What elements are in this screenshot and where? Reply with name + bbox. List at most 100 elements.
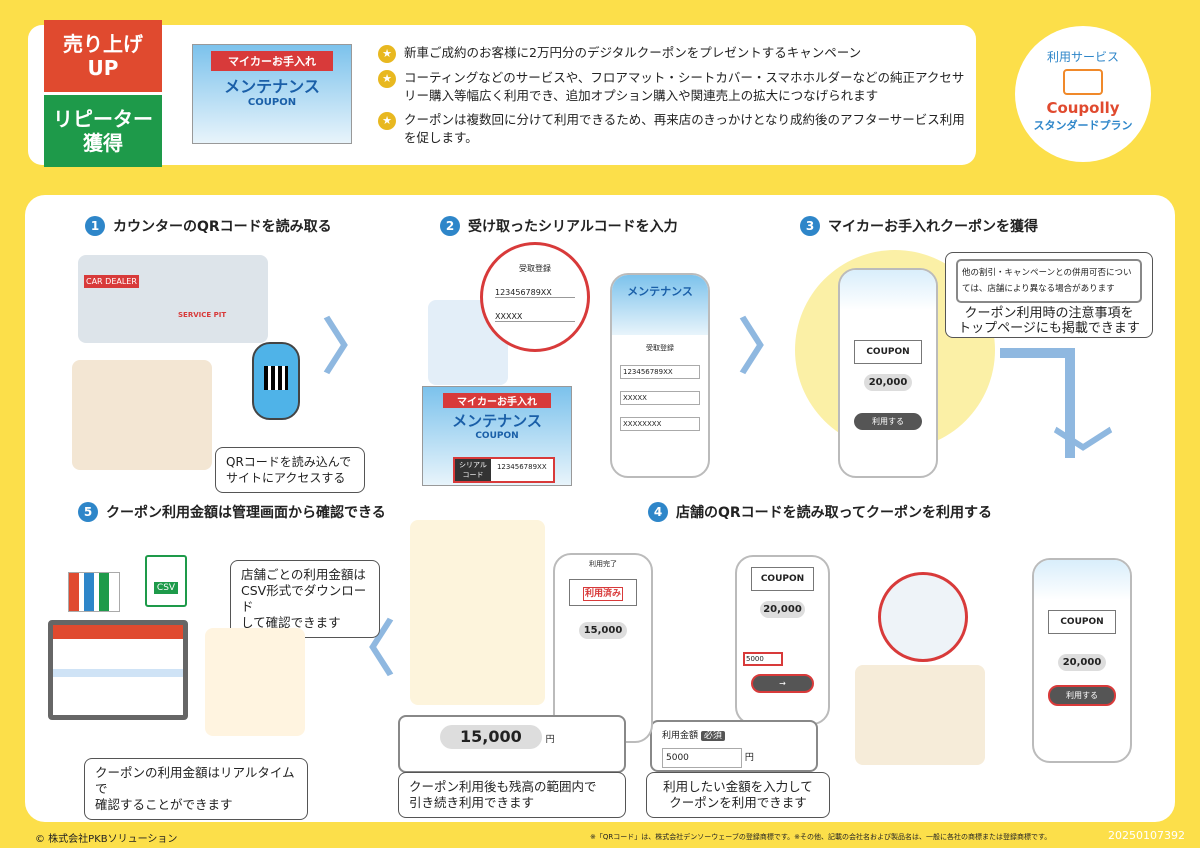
service-pit-sign: SERVICE PIT [178, 311, 227, 319]
pin-input[interactable]: XXXXX [620, 391, 700, 405]
step-3-callout: 他の割引・キャンペーンとの併用可否については、店舗により異なる場合があります ク… [945, 252, 1153, 338]
celebration-illustration [410, 520, 545, 705]
store-staff-illustration [855, 665, 985, 765]
banner-top: マイカーお手入れ [211, 51, 333, 71]
step-1-callout: QRコードを読み込んで サイトにアクセスする [215, 447, 365, 493]
step-2-title: 2 受け取ったシリアルコードを入力 [440, 216, 678, 236]
qr-scan-zoom [878, 572, 968, 662]
coupon-card: COUPON [854, 340, 922, 364]
coupon-used-card: 利用済み [569, 579, 637, 606]
serial-card: マイカーお手入れ メンテナンス COUPON シリアル コード 12345678… [422, 386, 572, 486]
amount-input-zoom: 利用金額 必須 5000 円 [650, 720, 818, 772]
use-button[interactable]: → [750, 674, 815, 693]
step-number: 1 [85, 216, 105, 236]
step-5-title: 5 クーポン利用金額は管理画面から確認できる [78, 502, 386, 522]
pin-input[interactable]: XXXXX [495, 312, 575, 322]
arrow-right-icon: 〉 [322, 313, 382, 383]
used-stamp: 利用済み [582, 587, 623, 601]
coupon-amount: 20,000 [864, 374, 912, 391]
step-number: 4 [648, 502, 668, 522]
phone-step4-coupon: COUPON 20,000 利用する [1032, 558, 1132, 763]
step-title: クーポン利用金額は管理画面から確認できる [106, 505, 386, 521]
bullet-text: 新車ご成約のお客様に2万円分のデジタルクーポンをプレゼントするキャンペーン [404, 45, 862, 60]
coupon-card: COUPON [1048, 610, 1116, 634]
step-1-title: 1 カウンターのQRコードを読み取る [85, 216, 332, 236]
step-4-callout-2: クーポン利用後も残高の範囲内で 引き続き利用できます [398, 772, 626, 818]
coupon-amount: 20,000 [1058, 654, 1106, 671]
phone-banner: メンテナンス [612, 275, 708, 335]
arrow-down-icon [1000, 348, 1075, 458]
banner-sub: COUPON [247, 97, 297, 108]
table-row [53, 669, 183, 677]
amount-input[interactable]: 5000 [743, 652, 783, 666]
remaining-amount-large: 15,000 [440, 725, 542, 749]
header-panel [28, 25, 976, 165]
bullet-text: クーポンは複数回に分けて利用できるため、再来店のきっかけとなり成約後のアフターサ… [404, 112, 965, 145]
coupon-amount: 20,000 [759, 601, 806, 618]
card-main: メンテナンス [452, 412, 542, 430]
yen-unit: 円 [744, 753, 754, 763]
callout-text: クーポン利用時の注意事項を トップページにも掲載できます [958, 306, 1140, 336]
serial-value: 123456789XX [496, 463, 547, 471]
step-number: 2 [440, 216, 460, 236]
step-4-callout: 利用したい金額を入力して クーポンを利用できます [646, 772, 830, 818]
bullet-item: ★コーティングなどのサービスや、フロアマット・シートカバー・スマホホルダーなどの… [378, 69, 968, 105]
serial-form-zoom: 受取登録 123456789XX XXXXX [480, 242, 590, 352]
input-label: 利用金額 [662, 731, 699, 741]
badge-sales-up: 売り上げ UP [44, 20, 162, 92]
step-title: 店舗のQRコードを読み取ってクーポンを利用する [676, 505, 992, 521]
table-header [53, 625, 183, 639]
use-coupon-button[interactable]: 利用する [854, 413, 922, 430]
serial-input[interactable]: 123456789XX [495, 288, 575, 298]
document-code: 20250107392 [1108, 829, 1185, 842]
qr-icon [264, 366, 288, 390]
phone-step4-input: COUPON 20,000 5000 → [735, 555, 830, 725]
service-label: 利用サービス [1046, 50, 1119, 64]
step-5-callout-2: クーポンの利用金額はリアルタイムで 確認することができます [84, 758, 308, 820]
name-input[interactable]: XXXXXXXX [620, 417, 700, 431]
step-title: マイカーお手入れクーポンを獲得 [828, 219, 1038, 235]
done-title: 利用完了 [589, 560, 617, 568]
star-icon: ★ [378, 112, 396, 130]
required-badge: 必須 [700, 731, 725, 741]
serial-input[interactable]: 123456789XX [620, 365, 700, 379]
banner-main: メンテナンス [224, 77, 320, 96]
copyright: © 株式会社PKBソリューション [35, 834, 178, 845]
step-5-callout: 店舗ごとの利用金額は CSV形式でダウンロード して確認できます [230, 560, 380, 638]
step-title: カウンターのQRコードを読み取る [113, 219, 332, 235]
bullet-text: コーティングなどのサービスや、フロアマット・シートカバー・スマホホルダーなどの純… [404, 70, 965, 103]
trademark-notice: ※「QRコード」は、株式会社デンソーウェーブの登録商標です。※その他、記載の会社… [590, 833, 1052, 841]
note-box: 他の割引・キャンペーンとの併用可否については、店舗により異なる場合があります [956, 259, 1142, 303]
serial-label: シリアル コード [455, 459, 491, 481]
pc-user-illustration [205, 628, 305, 736]
arrow-right-icon: 〉 [738, 313, 798, 383]
service-plan: スタンダードプラン [1033, 119, 1133, 132]
remaining-amount: 15,000 [579, 622, 627, 639]
arrow-head: 〉 [1045, 425, 1115, 485]
form-title: 受取登録 [519, 264, 551, 273]
counter-illustration [72, 360, 212, 470]
step-number: 3 [800, 216, 820, 236]
star-icon: ★ [378, 45, 396, 63]
step-3-title: 3 マイカーお手入れクーポンを獲得 [800, 216, 1038, 236]
yen-unit: 円 [545, 735, 555, 745]
phone-step2: メンテナンス 受取登録 123456789XX XXXXX XXXXXXXX [610, 273, 710, 478]
phone-banner-text: メンテナンス [627, 285, 693, 298]
card-top: マイカーお手入れ [443, 393, 551, 408]
amount-field[interactable]: 5000 [662, 748, 742, 768]
serial-code-box: シリアル コード 123456789XX [453, 457, 555, 483]
phone-step3: COUPON 20,000 利用する [838, 268, 938, 478]
ticket-icon [1063, 69, 1103, 95]
remaining-zoom: 15,000 円 [398, 715, 626, 773]
bullet-item: ★ クーポンは複数回に分けて利用できるため、再来店のきっかけとなり成約後のアフター… [378, 111, 968, 147]
use-coupon-button[interactable]: 利用する [1048, 685, 1116, 706]
form-title: 受取登録 [646, 344, 674, 352]
service-name: Coupolly [1046, 99, 1120, 117]
step-title: 受け取ったシリアルコードを入力 [468, 219, 678, 235]
car-dealer-illustration: CAR DEALER SERVICE PIT [78, 255, 268, 343]
bullet-item: ★ 新車ご成約のお客様に2万円分のデジタルクーポンをプレゼントするキャンペーン [378, 44, 968, 63]
csv-label: CSV [153, 582, 179, 594]
step-number: 5 [78, 502, 98, 522]
coupon-card: COUPON [750, 567, 815, 591]
phone-qr-illustration [252, 342, 300, 420]
